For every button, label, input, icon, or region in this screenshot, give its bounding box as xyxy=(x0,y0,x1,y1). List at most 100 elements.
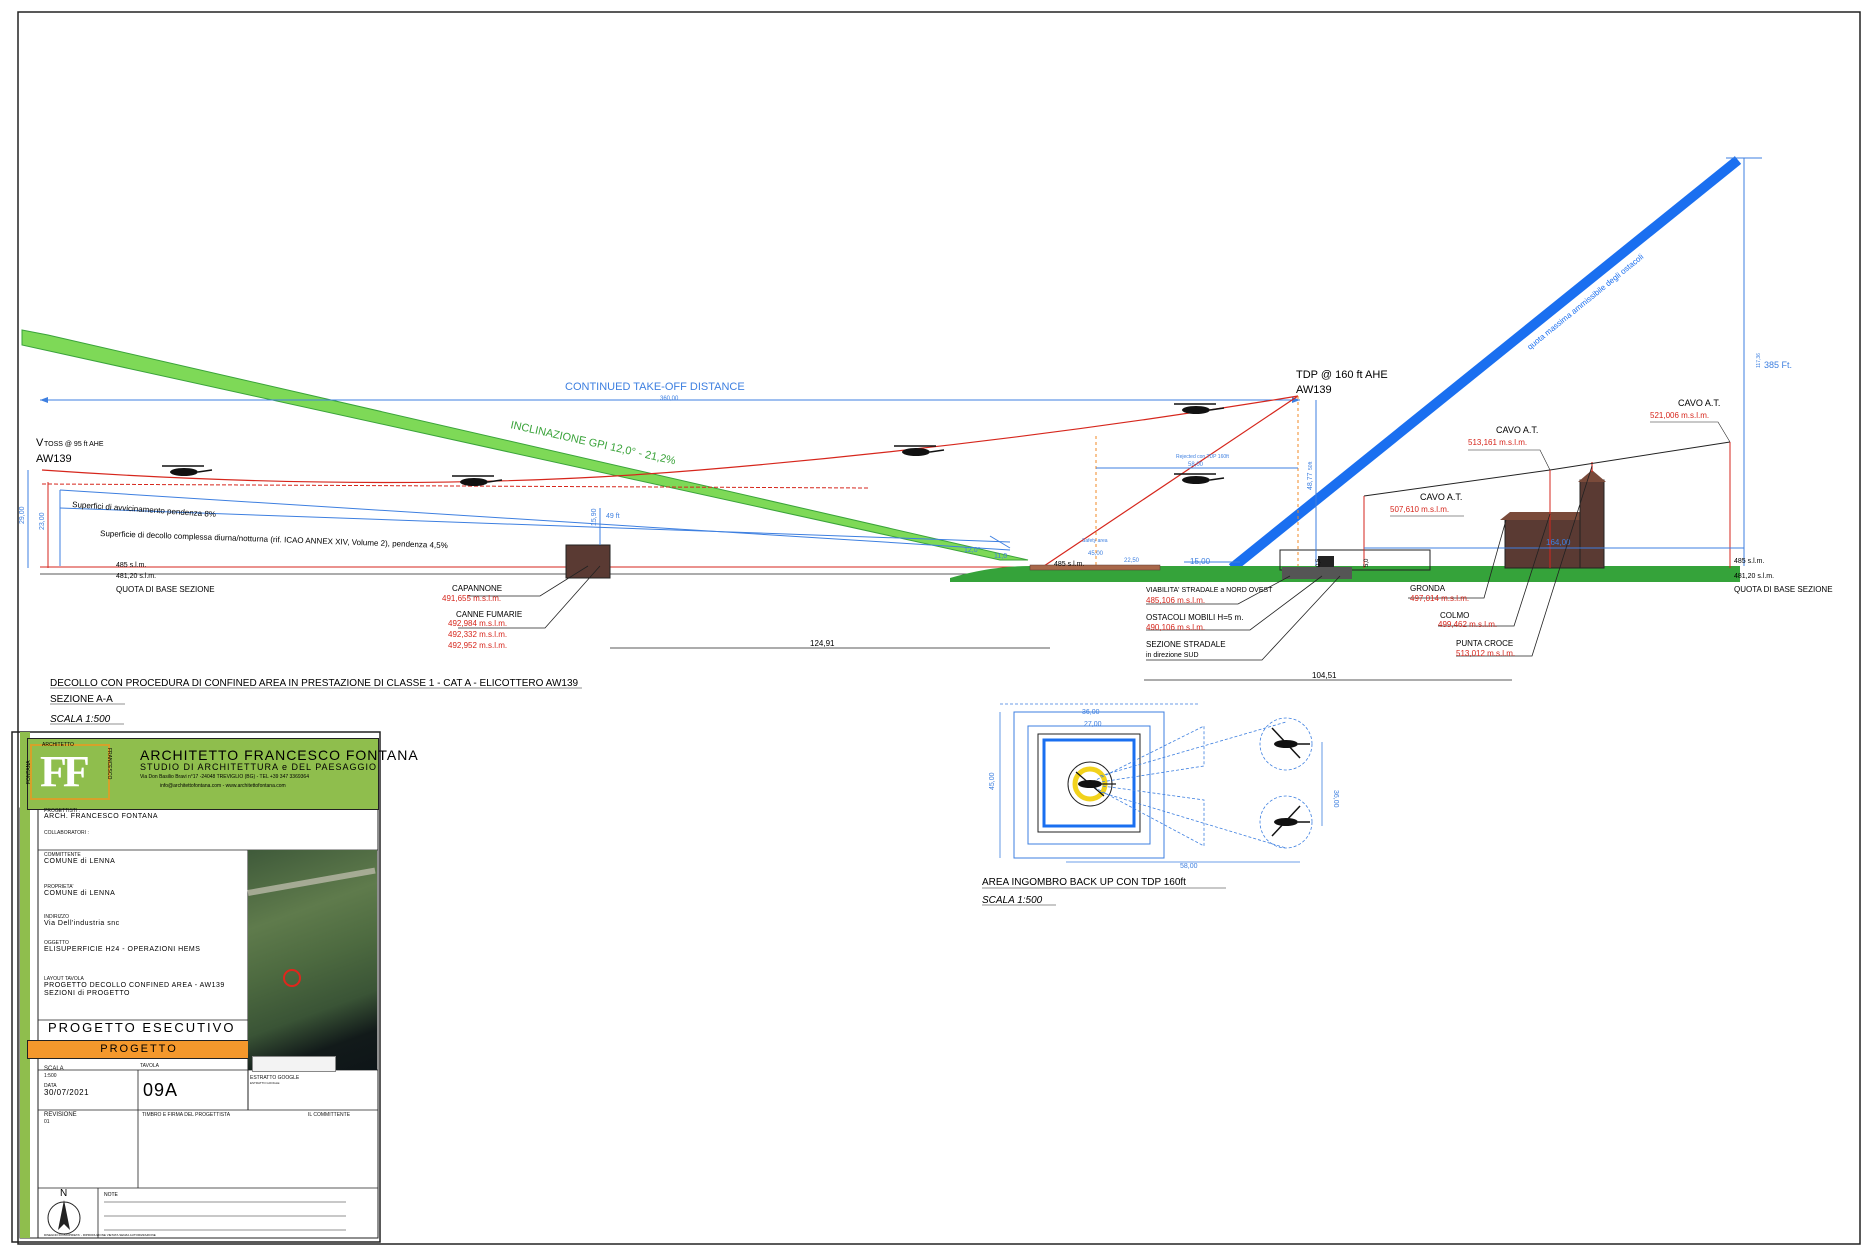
base-left-1: 485 s.l.m. xyxy=(116,562,146,569)
vtoss-sub: TOSS @ 95 ft AHE xyxy=(44,441,104,448)
dim-45: 45,00 xyxy=(1088,551,1104,557)
church-building xyxy=(1504,517,1591,569)
callout-sezione xyxy=(1146,575,1341,661)
studio-address: Via Don Basilio Bravi n°17 -24048 TREVIG… xyxy=(140,774,309,780)
dim-124: 124,91 xyxy=(810,639,835,648)
cavo2-leader xyxy=(1468,449,1551,471)
gronda-q: 497,014 m.s.l.m. xyxy=(1410,594,1469,603)
tb-green-strip xyxy=(20,732,30,1238)
indirizzo-label: INDIRIZZO xyxy=(44,914,69,920)
plan-middle xyxy=(1027,725,1151,845)
scala-label: SCALA xyxy=(44,1066,64,1072)
revisione-label: REVISIONE xyxy=(44,1112,77,1118)
helipad-section xyxy=(1029,564,1161,571)
vtoss-dashed xyxy=(41,483,869,489)
colmo-q: 499,462 m.s.l.m. xyxy=(1438,620,1497,629)
base-right-3: QUOTA DI BASE SEZIONE xyxy=(1734,585,1833,594)
helicopter-2 xyxy=(452,475,503,486)
dim-485: 485 s.l.m. xyxy=(1054,561,1084,568)
logo-right: FRANCESCO xyxy=(106,748,112,780)
plan-title: AREA INGOMBRO BACK UP CON TDP 160ft xyxy=(982,877,1186,888)
sezione-label2: in direzione SUD xyxy=(1146,652,1199,659)
plan-dim-27: 27,00 xyxy=(1084,721,1102,728)
plan-helicopter-2 xyxy=(1271,805,1310,837)
dim-12-line xyxy=(989,535,1011,549)
plan-safety xyxy=(1037,733,1141,833)
dim-11: 11,0 xyxy=(994,553,1007,560)
viabilita-q: 485,106 m.s.l.m. xyxy=(1146,596,1205,605)
logo-letters: FF xyxy=(40,747,90,796)
studio-name: ARCHITETTO FRANCESCO FONTANA xyxy=(140,747,419,763)
takeoff-label: Superficie di decollo complessa diurna/n… xyxy=(100,529,448,550)
capannone-label: CAPANNONE xyxy=(452,584,502,593)
dim-23: 23,00 xyxy=(39,512,46,530)
section-title2: SEZIONE A-A xyxy=(50,694,113,705)
section-scale: SCALA 1:500 xyxy=(50,714,111,725)
road-strip xyxy=(1282,567,1352,579)
estratto-label: ESTRATTO GOOGLE xyxy=(250,1075,300,1081)
proprieta-label: PROPRIETA' xyxy=(44,884,74,890)
layout-value2: SEZIONI di PROGETTO xyxy=(44,990,130,997)
plan-track2a xyxy=(1099,791,1287,849)
tdp-model: AW139 xyxy=(1296,384,1332,396)
cavo3-leader xyxy=(1650,421,1731,443)
helicopter-1 xyxy=(162,465,213,476)
cavo3-q: 521,006 m.s.l.m. xyxy=(1650,411,1709,420)
oggetto-value: ELISUPERFICIE H24 - OPERAZIONI HEMS xyxy=(44,946,201,953)
helicopter-4 xyxy=(1174,403,1225,414)
studio-mail: info@architettofontana.com - www.archite… xyxy=(160,783,286,789)
dim-safety: Safety area xyxy=(1082,538,1108,544)
estratto-sub: ESTRATTO GOOGLE xyxy=(250,1081,280,1085)
callout-canne xyxy=(458,565,601,629)
canne-q3: 492,952 m.s.l.m. xyxy=(448,641,507,650)
north-arrow-icon xyxy=(58,1200,70,1230)
helicopter-3 xyxy=(894,445,945,456)
ostacoli-label: OSTACOLI MOBILI H=5 m. xyxy=(1146,613,1243,622)
data-value: 30/07/2021 xyxy=(44,1088,90,1097)
cavo1-q: 507,610 m.s.l.m. xyxy=(1390,505,1449,514)
layout-value1: PROGETTO DECOLLO CONFINED AREA - AW139 xyxy=(44,982,225,989)
layout-label: LAYOUT TAVOLA xyxy=(44,976,84,982)
committente-label: COMMITTENTE xyxy=(44,852,81,858)
oggetto-label: OGGETTO xyxy=(44,940,69,946)
rejected-line xyxy=(1043,395,1299,567)
map-legend xyxy=(252,1056,336,1072)
plan-heli-area2 xyxy=(1259,795,1313,849)
callout-ostacoli xyxy=(1146,575,1323,631)
callout-colmo xyxy=(1438,513,1551,627)
dim-2250: 22,50 xyxy=(1124,558,1140,564)
church-roof xyxy=(1500,512,1590,520)
vtoss-model: AW139 xyxy=(36,453,72,465)
punta-q: 513,012 m.s.l.m. xyxy=(1456,649,1515,658)
note-label: NOTE xyxy=(104,1192,119,1198)
revisione-value: 01 xyxy=(44,1119,50,1125)
dim-ost1: 0,5 xyxy=(1316,558,1322,567)
callout-punta xyxy=(1456,465,1593,657)
collaboratori-label: COLLABORATORI : xyxy=(44,830,89,836)
dim-385ft: 385 Ft. xyxy=(1764,360,1792,370)
canne-label: CANNE FUMARIE xyxy=(456,610,522,619)
committente2-label: IL COMMITTENTE xyxy=(308,1112,351,1118)
base-right-1: 485 s.l.m. xyxy=(1734,558,1764,565)
tavola-value: 09A xyxy=(143,1080,179,1100)
helicopter-5 xyxy=(1174,473,1225,484)
plan-cone2 xyxy=(1087,783,1205,847)
cable-profile xyxy=(1363,441,1731,497)
capannone-building xyxy=(565,544,611,579)
plan-track1a xyxy=(1099,721,1287,777)
cavo2-label: CAVO A.T. xyxy=(1496,425,1538,435)
tower-top xyxy=(1578,470,1606,482)
max-obstacle-label: quota massima ammissibile degli ostacoli xyxy=(1526,252,1646,351)
base-left-2: 481,20 s.l.m. xyxy=(116,573,156,580)
proprieta-value: COMUNE di LENNA xyxy=(44,890,116,897)
canne-q1: 492,984 m.s.l.m. xyxy=(448,619,507,628)
studio-logo xyxy=(30,744,110,800)
gronda-label: GRONDA xyxy=(1410,584,1446,593)
base-right-2: 481,20 s.l.m. xyxy=(1734,573,1774,580)
capannone-q: 491,655 m.s.l.m. xyxy=(442,594,501,603)
ctod-label: CONTINUED TAKE-OFF DISTANCE xyxy=(565,381,745,393)
gpi-band xyxy=(21,329,1029,561)
dim-rejected: Rejected con TDP 160ft xyxy=(1176,454,1230,460)
dim-58: 58,00 xyxy=(1188,462,1204,468)
plan-dim-58: 58,00 xyxy=(1180,863,1198,870)
